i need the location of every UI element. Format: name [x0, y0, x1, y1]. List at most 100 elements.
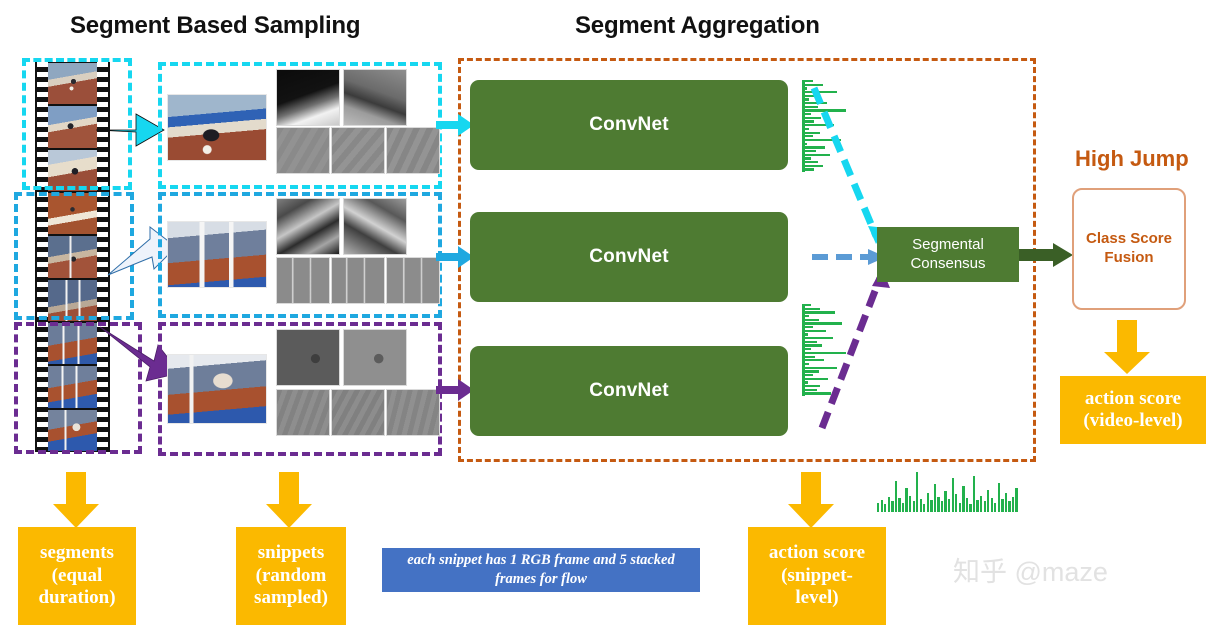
histogram-bar — [802, 366, 837, 369]
histogram-bar — [802, 80, 813, 83]
caption-line-2: (equal — [51, 564, 103, 586]
caption-segments: segments (equal duration) — [18, 527, 136, 625]
consensus-line-2: Consensus — [910, 254, 986, 272]
fusion-line-2: Fusion — [1104, 249, 1154, 266]
histogram-bar — [1001, 499, 1004, 512]
histogram-bar — [997, 482, 1001, 512]
histogram-bar — [944, 490, 947, 512]
histogram-bar — [1015, 488, 1018, 512]
histogram-bar — [802, 392, 832, 395]
histogram-bar — [898, 497, 901, 512]
histogram-bar — [891, 501, 894, 512]
snippet-1-flow-tile — [387, 128, 439, 173]
histogram-bar — [802, 337, 834, 340]
histogram-bar — [802, 98, 810, 101]
convnet-box-1[interactable]: ConvNet — [470, 80, 788, 170]
histogram-bar — [962, 486, 965, 512]
histogram-bar — [923, 503, 926, 512]
histogram-bar — [802, 362, 810, 366]
caption-line-2: (snippet- — [781, 564, 853, 586]
convnet-label: ConvNet — [589, 246, 669, 267]
histogram-bar — [802, 318, 819, 321]
histogram-bar — [802, 333, 808, 336]
snippet-2-rgb-frame — [168, 222, 266, 287]
histogram-bar — [1011, 496, 1015, 512]
histogram-bar — [951, 477, 954, 512]
snippet-1-flow-tile — [277, 128, 329, 173]
histogram-bar — [802, 373, 813, 377]
histogram-bar — [802, 355, 815, 358]
caption-line-1: snippets — [257, 542, 325, 564]
histogram-bar — [894, 481, 898, 512]
histogram-bar — [802, 322, 843, 325]
histogram-bar — [802, 388, 817, 391]
histogram-bar — [802, 348, 812, 351]
histogram-bar — [802, 326, 813, 329]
histogram-bar — [802, 105, 818, 109]
note-snippet-composition: each snippet has 1 RGB frame and 5 stack… — [382, 548, 700, 592]
film-perforations-right — [97, 62, 108, 452]
watermark: 知乎 @maze — [953, 557, 1108, 587]
histogram-bar — [802, 116, 822, 120]
histogram-bar — [930, 500, 933, 512]
segment-box-3 — [14, 322, 142, 454]
snippets-caption-arrow-icon — [266, 472, 312, 528]
histogram-bar — [802, 87, 808, 90]
histogram-bar — [802, 329, 826, 333]
histogram-bar — [901, 502, 905, 512]
histogram-bar — [908, 495, 912, 512]
snippet-2-flow-tile — [344, 199, 406, 254]
snippet-score-histogram-1 — [802, 80, 846, 172]
histogram-bar — [802, 131, 820, 134]
film-frame — [48, 106, 97, 148]
histogram-bar — [979, 495, 983, 512]
snippet-score-histogram-2 — [802, 304, 846, 396]
histogram-bar — [802, 340, 817, 344]
histogram-bar — [802, 381, 808, 384]
caption-line-3: level) — [795, 587, 839, 609]
histogram-bar — [802, 359, 824, 362]
caption-line-3: duration) — [38, 587, 116, 609]
caption-snippets: snippets (random sampled) — [236, 527, 346, 625]
consensus-line-1: Segmental — [912, 236, 984, 254]
histogram-bar — [955, 494, 958, 512]
histogram-bar — [912, 501, 915, 512]
histogram-bar — [1008, 501, 1011, 512]
snippet-3-flow-tile — [344, 330, 406, 385]
caption-line-1: action score — [1084, 387, 1182, 409]
histogram-bar — [802, 83, 824, 86]
film-frame — [48, 366, 97, 408]
histogram-bar — [802, 109, 846, 112]
histogram-bar — [802, 304, 812, 307]
histogram-bar — [940, 501, 944, 512]
snippet-to-convnet-arrow-2-icon — [436, 246, 474, 268]
class-score-fusion-box[interactable]: Class Score Fusion — [1072, 188, 1186, 310]
film-frame — [48, 149, 97, 191]
snippet-to-convnet-arrow-3-icon — [436, 379, 474, 401]
histogram-bar — [802, 370, 819, 373]
snippet-2-flow-tile — [277, 258, 329, 303]
histogram-bar — [802, 351, 846, 355]
histogram-bar — [948, 499, 951, 512]
snippet-1-flow-tile — [332, 128, 384, 173]
snippet-3-flow-tile — [387, 390, 439, 435]
caption-snippet-level-score: action score (snippet- level) — [748, 527, 886, 625]
convnet-box-2[interactable]: ConvNet — [470, 212, 788, 302]
histogram-bar — [884, 503, 887, 512]
histogram-bar — [969, 503, 972, 512]
page-title-sampling: Segment Based Sampling — [70, 12, 361, 39]
film-frame — [48, 322, 97, 365]
snippet-2-flow-tile — [277, 199, 339, 254]
convnet-box-3[interactable]: ConvNet — [470, 346, 788, 436]
caption-line-1: segments — [40, 542, 114, 564]
consensus-to-fusion-arrow-icon — [1019, 243, 1073, 267]
snippet-to-convnet-arrow-1-icon — [436, 114, 474, 136]
segments-caption-arrow-icon — [53, 472, 99, 528]
histogram-bar — [958, 502, 961, 512]
video-filmstrip — [35, 62, 110, 452]
segmental-consensus-box[interactable]: Segmental Consensus — [877, 227, 1019, 282]
histogram-bar — [937, 496, 940, 512]
snippet-2-flow-tile — [387, 258, 439, 303]
caption-line-3: sampled) — [254, 587, 328, 609]
caption-line-2: (video-level) — [1083, 410, 1183, 431]
